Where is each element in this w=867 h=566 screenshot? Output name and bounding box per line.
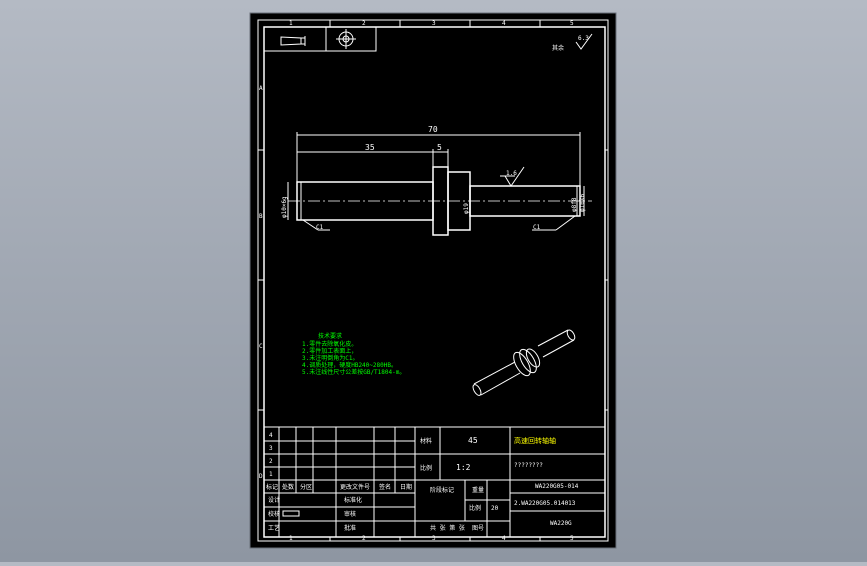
zone-top-2: 2 xyxy=(362,20,366,27)
zone-top-5: 5 xyxy=(570,20,574,27)
ratio-label: 比例 xyxy=(469,504,481,512)
material-value: 45 xyxy=(468,436,478,445)
zone-bottom-2: 2 xyxy=(362,535,366,542)
header-date: 日期 xyxy=(400,483,412,491)
roughness-note: 其余 xyxy=(552,44,564,52)
zone-left-c: C xyxy=(259,343,263,350)
header-signature: 签名 xyxy=(379,483,391,491)
shaft-front-view xyxy=(288,166,592,236)
zone-left-b: B xyxy=(259,213,263,220)
role-process: 工艺 xyxy=(268,524,280,532)
roughness-right-shaft: 1.6 xyxy=(506,170,517,177)
role-check: 校核 xyxy=(268,510,280,518)
part-code-placeholder: ???????? xyxy=(514,462,543,469)
weight-label: 重量 xyxy=(472,486,484,494)
zone-top-1: 1 xyxy=(289,20,293,27)
header-count: 处数 xyxy=(282,483,294,491)
zone-labels: 1 2 3 4 5 1 2 3 4 5 A B C D xyxy=(259,20,574,542)
sheet-label: 共 张 第 张 xyxy=(430,524,465,532)
zone-left-a: A xyxy=(259,85,263,92)
product-code: WA220G xyxy=(550,520,572,527)
rev-row-4: 4 xyxy=(269,432,273,439)
roughness-value: 6.3 xyxy=(578,35,589,42)
dim-chamfer-left: C1 xyxy=(316,224,324,231)
rev-row-2: 2 xyxy=(269,458,273,465)
header-zone: 分区 xyxy=(300,483,312,491)
zone-left-d: D xyxy=(259,473,263,480)
dim-collar-width: 5 xyxy=(437,143,442,152)
role-design: 设计 xyxy=(268,496,280,504)
scale-value: 1:2 xyxy=(456,463,471,472)
material-label: 材料 xyxy=(420,437,432,445)
title-block: 4 3 2 1 标记 处数 分区 更改文件号 签名 日期 设计 校核 工艺 标准… xyxy=(263,426,606,538)
dimension-lines: 70 35 5 φ10×6g φ19 φ8f8 φ10k6 C1 C1 1.6 xyxy=(281,125,586,231)
scale-label: 比例 xyxy=(420,464,432,472)
general-roughness: 其余 6.3 xyxy=(552,33,593,52)
zone-bottom-5: 5 xyxy=(570,535,574,542)
zone-top-3: 3 xyxy=(432,20,436,27)
drawing-sheet xyxy=(249,12,617,549)
dim-left-diameter: φ10×6g xyxy=(281,196,288,218)
tech-notes-title: 技术要求 xyxy=(318,332,342,340)
dim-right-diameter: φ8f8 xyxy=(571,197,578,212)
zone-top-4: 4 xyxy=(502,20,506,27)
rev-row-3: 3 xyxy=(269,445,273,452)
rev-row-1: 1 xyxy=(269,471,273,478)
dim-shoulder-length: 35 xyxy=(365,143,375,152)
tech-note-2: 2.零件加工表面上， xyxy=(302,347,357,355)
dim-right-diameter-2: φ10k6 xyxy=(579,194,586,212)
tech-note-3: 3.未注明倒角为C1。 xyxy=(302,354,358,362)
tech-note-4: 4.调质处理，硬度HB240~280HB。 xyxy=(302,361,397,369)
zone-bottom-4: 4 xyxy=(502,535,506,542)
sheet-count: 20 xyxy=(491,505,499,512)
dim-chamfer-right: C1 xyxy=(533,224,541,231)
role-review: 审核 xyxy=(344,510,356,518)
part-name: 高速回转轴轴 xyxy=(514,436,556,445)
drawing-no-label: 图号 xyxy=(472,525,484,532)
isometric-view xyxy=(472,329,576,396)
tech-note-5: 5.未注线性尺寸公差按GB/T1804-m。 xyxy=(302,368,405,376)
zone-bottom-3: 3 xyxy=(432,535,436,542)
role-standard: 标准化 xyxy=(344,496,362,504)
header-change-doc: 更改文件号 xyxy=(340,483,370,491)
tech-note-1: 1.零件去除氧化皮。 xyxy=(302,340,357,348)
zone-bottom-1: 1 xyxy=(289,535,293,542)
stage-label: 阶段标记 xyxy=(430,486,454,494)
zone-ticks xyxy=(258,20,608,541)
drawing-number: WA220G05-014 xyxy=(535,483,579,490)
header-mark: 标记 xyxy=(266,483,278,491)
dim-overall-length: 70 xyxy=(428,125,438,134)
signature-placeholder xyxy=(282,510,300,517)
role-approve: 批准 xyxy=(344,524,356,532)
dim-collar-diameter: φ19 xyxy=(463,203,470,214)
technical-requirements: 技术要求 1.零件去除氧化皮。 2.零件加工表面上， 3.未注明倒角为C1。 4… xyxy=(302,332,405,376)
projection-symbol xyxy=(263,26,377,52)
assembly-number: 2.WA220G05.014013 xyxy=(514,500,576,507)
